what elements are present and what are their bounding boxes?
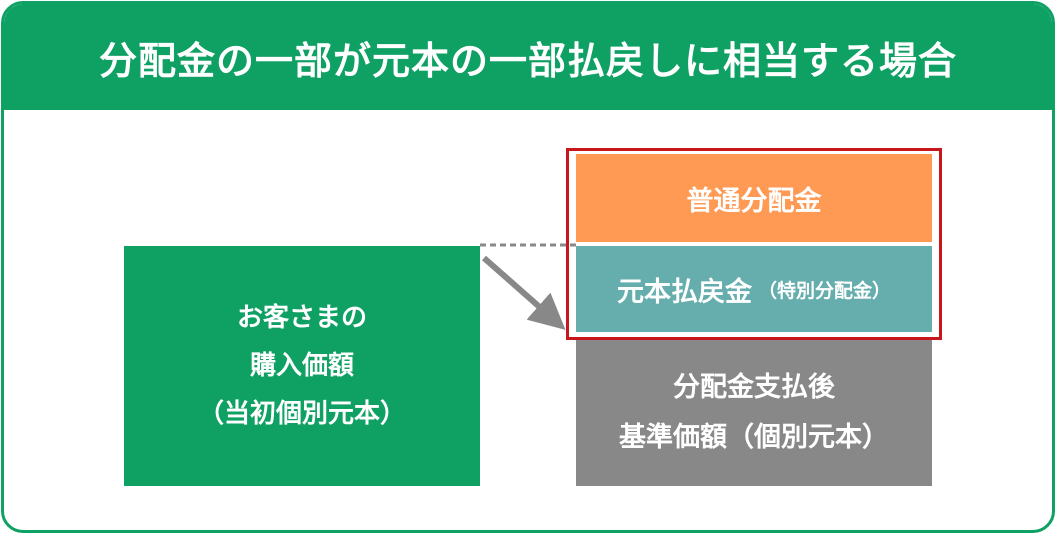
customer-box-line-3: （当初個別元本） (197, 399, 406, 429)
normal-dividend-box: 普通分配金 (576, 154, 932, 242)
after-box-line-1: 分配金支払後 (673, 372, 835, 403)
decrease-arrow-icon (482, 255, 566, 330)
diagram-title: 分配金の一部が元本の一部払戻しに相当する場合 (98, 38, 957, 83)
customer-box-line-2: 購入価額 (249, 351, 354, 381)
customer-box-line-1: お客さまの (236, 303, 367, 333)
normal-dividend-label: 普通分配金 (686, 185, 822, 217)
principal-return-box: 元本払戻金 （特別分配金） (576, 246, 932, 332)
post-dividend-nav-box: 分配金支払後 基準価額（個別元本） (576, 340, 932, 486)
after-box-line-2: 基準価額（個別元本） (619, 422, 889, 453)
header-banner: 分配金の一部が元本の一部払戻しに相当する場合 (4, 4, 1052, 110)
special-dividend-label: （特別分配金） (757, 279, 891, 302)
principal-return-label: 元本払戻金 (616, 276, 752, 308)
customer-purchase-price-box: お客さまの 購入価額 （当初個別元本） (124, 246, 480, 486)
